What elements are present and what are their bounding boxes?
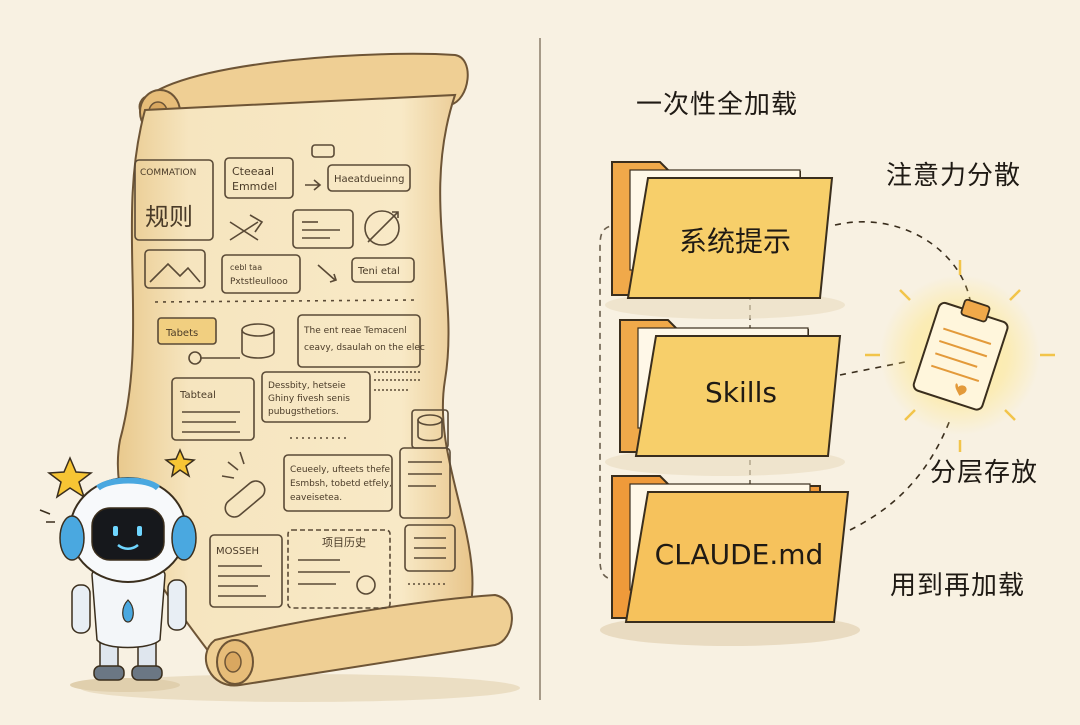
card-bottom-left-label: MOSSEH — [216, 546, 259, 557]
card-center-line1: Dessbity, hetseie — [268, 381, 346, 391]
star-icon — [164, 448, 196, 478]
folder-claude-md — [600, 475, 860, 646]
folder-tab-box — [157, 317, 217, 345]
folder-skills — [605, 319, 845, 476]
label-layered-storage: 分层存放 — [930, 458, 1039, 488]
parchment-scroll: COMMATION 规则 Cteeaal Emmdel Haeatdueinng… — [80, 52, 520, 702]
card-mid-b — [351, 257, 415, 283]
card-lower-center-line1: Ceueely, ufteets thefe — [290, 465, 390, 475]
card-low-left — [171, 377, 255, 441]
star-icon — [46, 456, 94, 499]
card-mid-a-line2: Pxtstleullooo — [230, 277, 288, 287]
card-bottom-center-label: 项目历史 — [322, 536, 366, 549]
para-right-line1: The ent reae Temacenl — [303, 326, 407, 336]
card-mid-b: Teni etal — [357, 266, 400, 277]
robot-mascot — [39, 448, 197, 692]
card-top-a-line1: Cteeaal — [232, 165, 274, 178]
card-top-a-line2: Emmdel — [232, 180, 277, 193]
folder-label-claude-md: CLAUDE.md — [654, 538, 824, 571]
card-center-line3: pubugsthetiors. — [268, 407, 339, 417]
card-lower-center-line2: Esmbsh, tobetd etfely, — [290, 479, 392, 489]
card-top-b — [327, 164, 411, 192]
folder-system-prompt — [605, 161, 845, 319]
image-icon — [144, 249, 206, 289]
card-top-a — [224, 157, 294, 199]
card-mid-a — [221, 254, 301, 294]
card-rules-header: COMMATION — [140, 168, 196, 178]
para-right-box — [297, 314, 421, 368]
folder-label-skills: Skills — [705, 376, 777, 409]
folder-label-system-prompt: 系统提示 — [678, 225, 791, 258]
card-rules-title: 规则 — [145, 203, 193, 231]
card-mid-a-line1: cebl taa — [230, 263, 262, 272]
title-load-all-at-once: 一次性全加载 — [636, 90, 799, 120]
folder-tab-label: Tabets — [165, 328, 198, 339]
card-low-left-line1: Tabteal — [179, 390, 216, 401]
layer-bracket — [599, 224, 621, 581]
card-center-line2: Ghiny fivesh senis — [268, 394, 350, 404]
para-right-line2: ceavy, dsaulah on the elec — [304, 343, 425, 353]
card-doc-icon — [292, 209, 354, 249]
label-attention-scattered: 注意力分散 — [886, 161, 1022, 191]
clipboard-note-icon — [865, 260, 1055, 452]
card-top-b: Haeatdueinng — [334, 174, 405, 185]
card-rules — [134, 159, 214, 241]
card-lower-center — [283, 454, 393, 512]
card-bottom-left — [209, 534, 283, 608]
card-lower-center-line3: eaveisetea. — [290, 493, 342, 503]
label-load-on-use: 用到再加载 — [890, 571, 1026, 601]
robot-face-screen — [91, 507, 165, 561]
card-center — [261, 371, 371, 423]
